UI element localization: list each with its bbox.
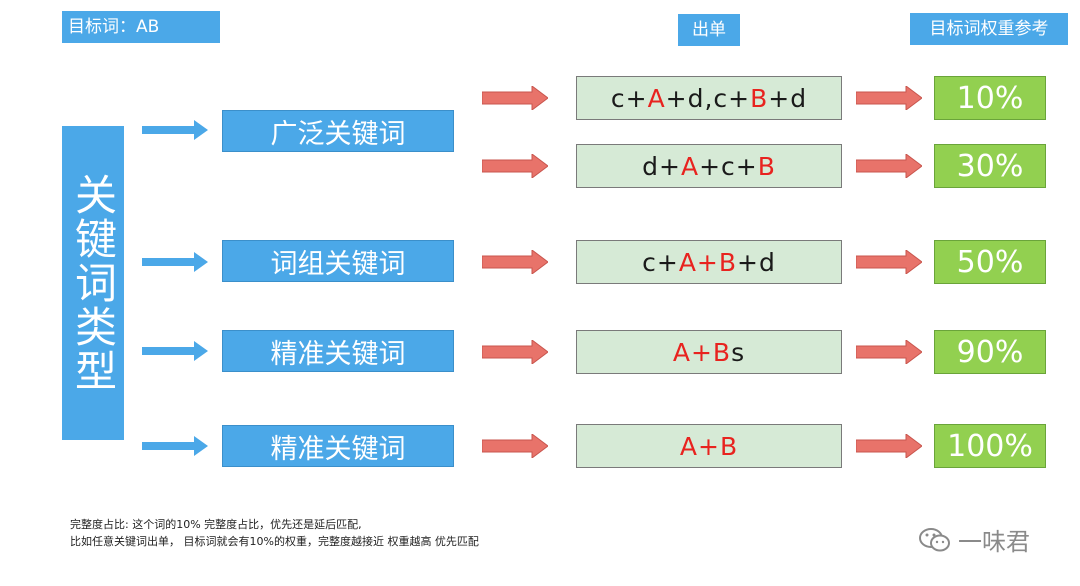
formula-part: d+ (642, 151, 681, 181)
keyword-type-label: 关键词类型 (62, 126, 124, 440)
order-example-box: A+B (576, 424, 842, 468)
weight-percent-box: 50% (934, 240, 1046, 284)
formula-part: A (647, 83, 666, 113)
red-arrow-icon (856, 250, 922, 274)
formula-part: B (757, 151, 776, 181)
formula-part: +d,c+ (665, 83, 751, 113)
formula-part: +c+ (699, 151, 758, 181)
red-arrow-icon (856, 340, 922, 364)
weight-ref-header: 目标词权重参考 (910, 13, 1068, 45)
target-word-header: 目标词：AB (62, 11, 220, 43)
formula-part: A+B (678, 247, 738, 277)
formula-part: A+B (679, 431, 739, 461)
wechat-icon (919, 527, 950, 551)
blue-arrow-icon (142, 120, 208, 140)
order-example-box: c+A+B+d (576, 240, 842, 284)
formula-part: +d (737, 247, 776, 277)
red-arrow-icon (482, 340, 548, 364)
blue-arrow-icon (142, 252, 208, 272)
weight-percent-box: 30% (934, 144, 1046, 188)
formula-part: c+ (642, 247, 679, 277)
formula-part: A+B (672, 337, 732, 367)
red-arrow-icon (856, 154, 922, 178)
weight-percent-box: 10% (934, 76, 1046, 120)
order-example-box: c+A+d,c+B+d (576, 76, 842, 120)
watermark-text: 一味君 (958, 528, 1030, 556)
formula-part: c+ (610, 83, 648, 113)
red-arrow-icon (856, 434, 922, 458)
formula-part: +d (768, 83, 808, 113)
watermark: 一味君 (918, 522, 1030, 557)
blue-arrow-icon (142, 341, 208, 361)
formula-part: s (731, 337, 746, 367)
red-arrow-icon (482, 250, 548, 274)
red-arrow-icon (482, 86, 548, 110)
order-header: 出单 (678, 14, 740, 46)
type-exact-keyword: 精准关键词 (222, 330, 454, 372)
note-line-2: 比如任意关键词出单， 目标词就会有10%的权重，完整度越接近 权重越高 优先匹配 (70, 535, 479, 548)
order-example-box: d+A+c+B (576, 144, 842, 188)
formula-part: B (750, 83, 769, 113)
note-line-1: 完整度占比: 这个词的10% 完整度占比，优先还是延后匹配, (70, 518, 362, 531)
red-arrow-icon (482, 434, 548, 458)
type-exact-keyword: 精准关键词 (222, 425, 454, 467)
blue-arrow-icon (142, 436, 208, 456)
weight-percent-box: 90% (934, 330, 1046, 374)
red-arrow-icon (482, 154, 548, 178)
type-broad-keyword: 广泛关键词 (222, 110, 454, 152)
red-arrow-icon (856, 86, 922, 110)
formula-part: A (680, 151, 700, 181)
type-phrase-keyword: 词组关键词 (222, 240, 454, 282)
weight-percent-box: 100% (934, 424, 1046, 468)
